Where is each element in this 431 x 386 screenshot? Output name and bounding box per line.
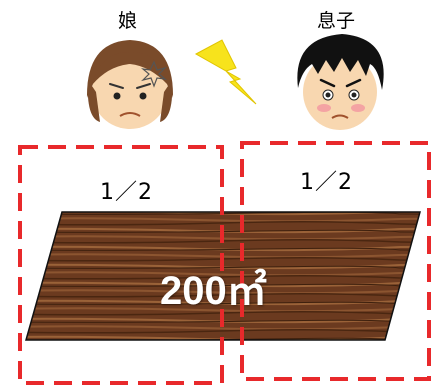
- daughter-face-icon: [86, 40, 174, 129]
- son-face-icon: [297, 34, 384, 130]
- left-share-fraction: 1／2: [100, 180, 153, 205]
- left-share-region: [18, 145, 224, 385]
- right-share-fraction: 1／2: [300, 170, 353, 195]
- daughter-label: 娘: [118, 10, 138, 32]
- lightning-bolt-icon: [194, 39, 257, 105]
- land-area-label: 200㎡: [160, 269, 267, 313]
- son-label: 息子: [317, 10, 356, 32]
- land-parcel: [25, 211, 421, 341]
- right-share-region: [240, 141, 431, 381]
